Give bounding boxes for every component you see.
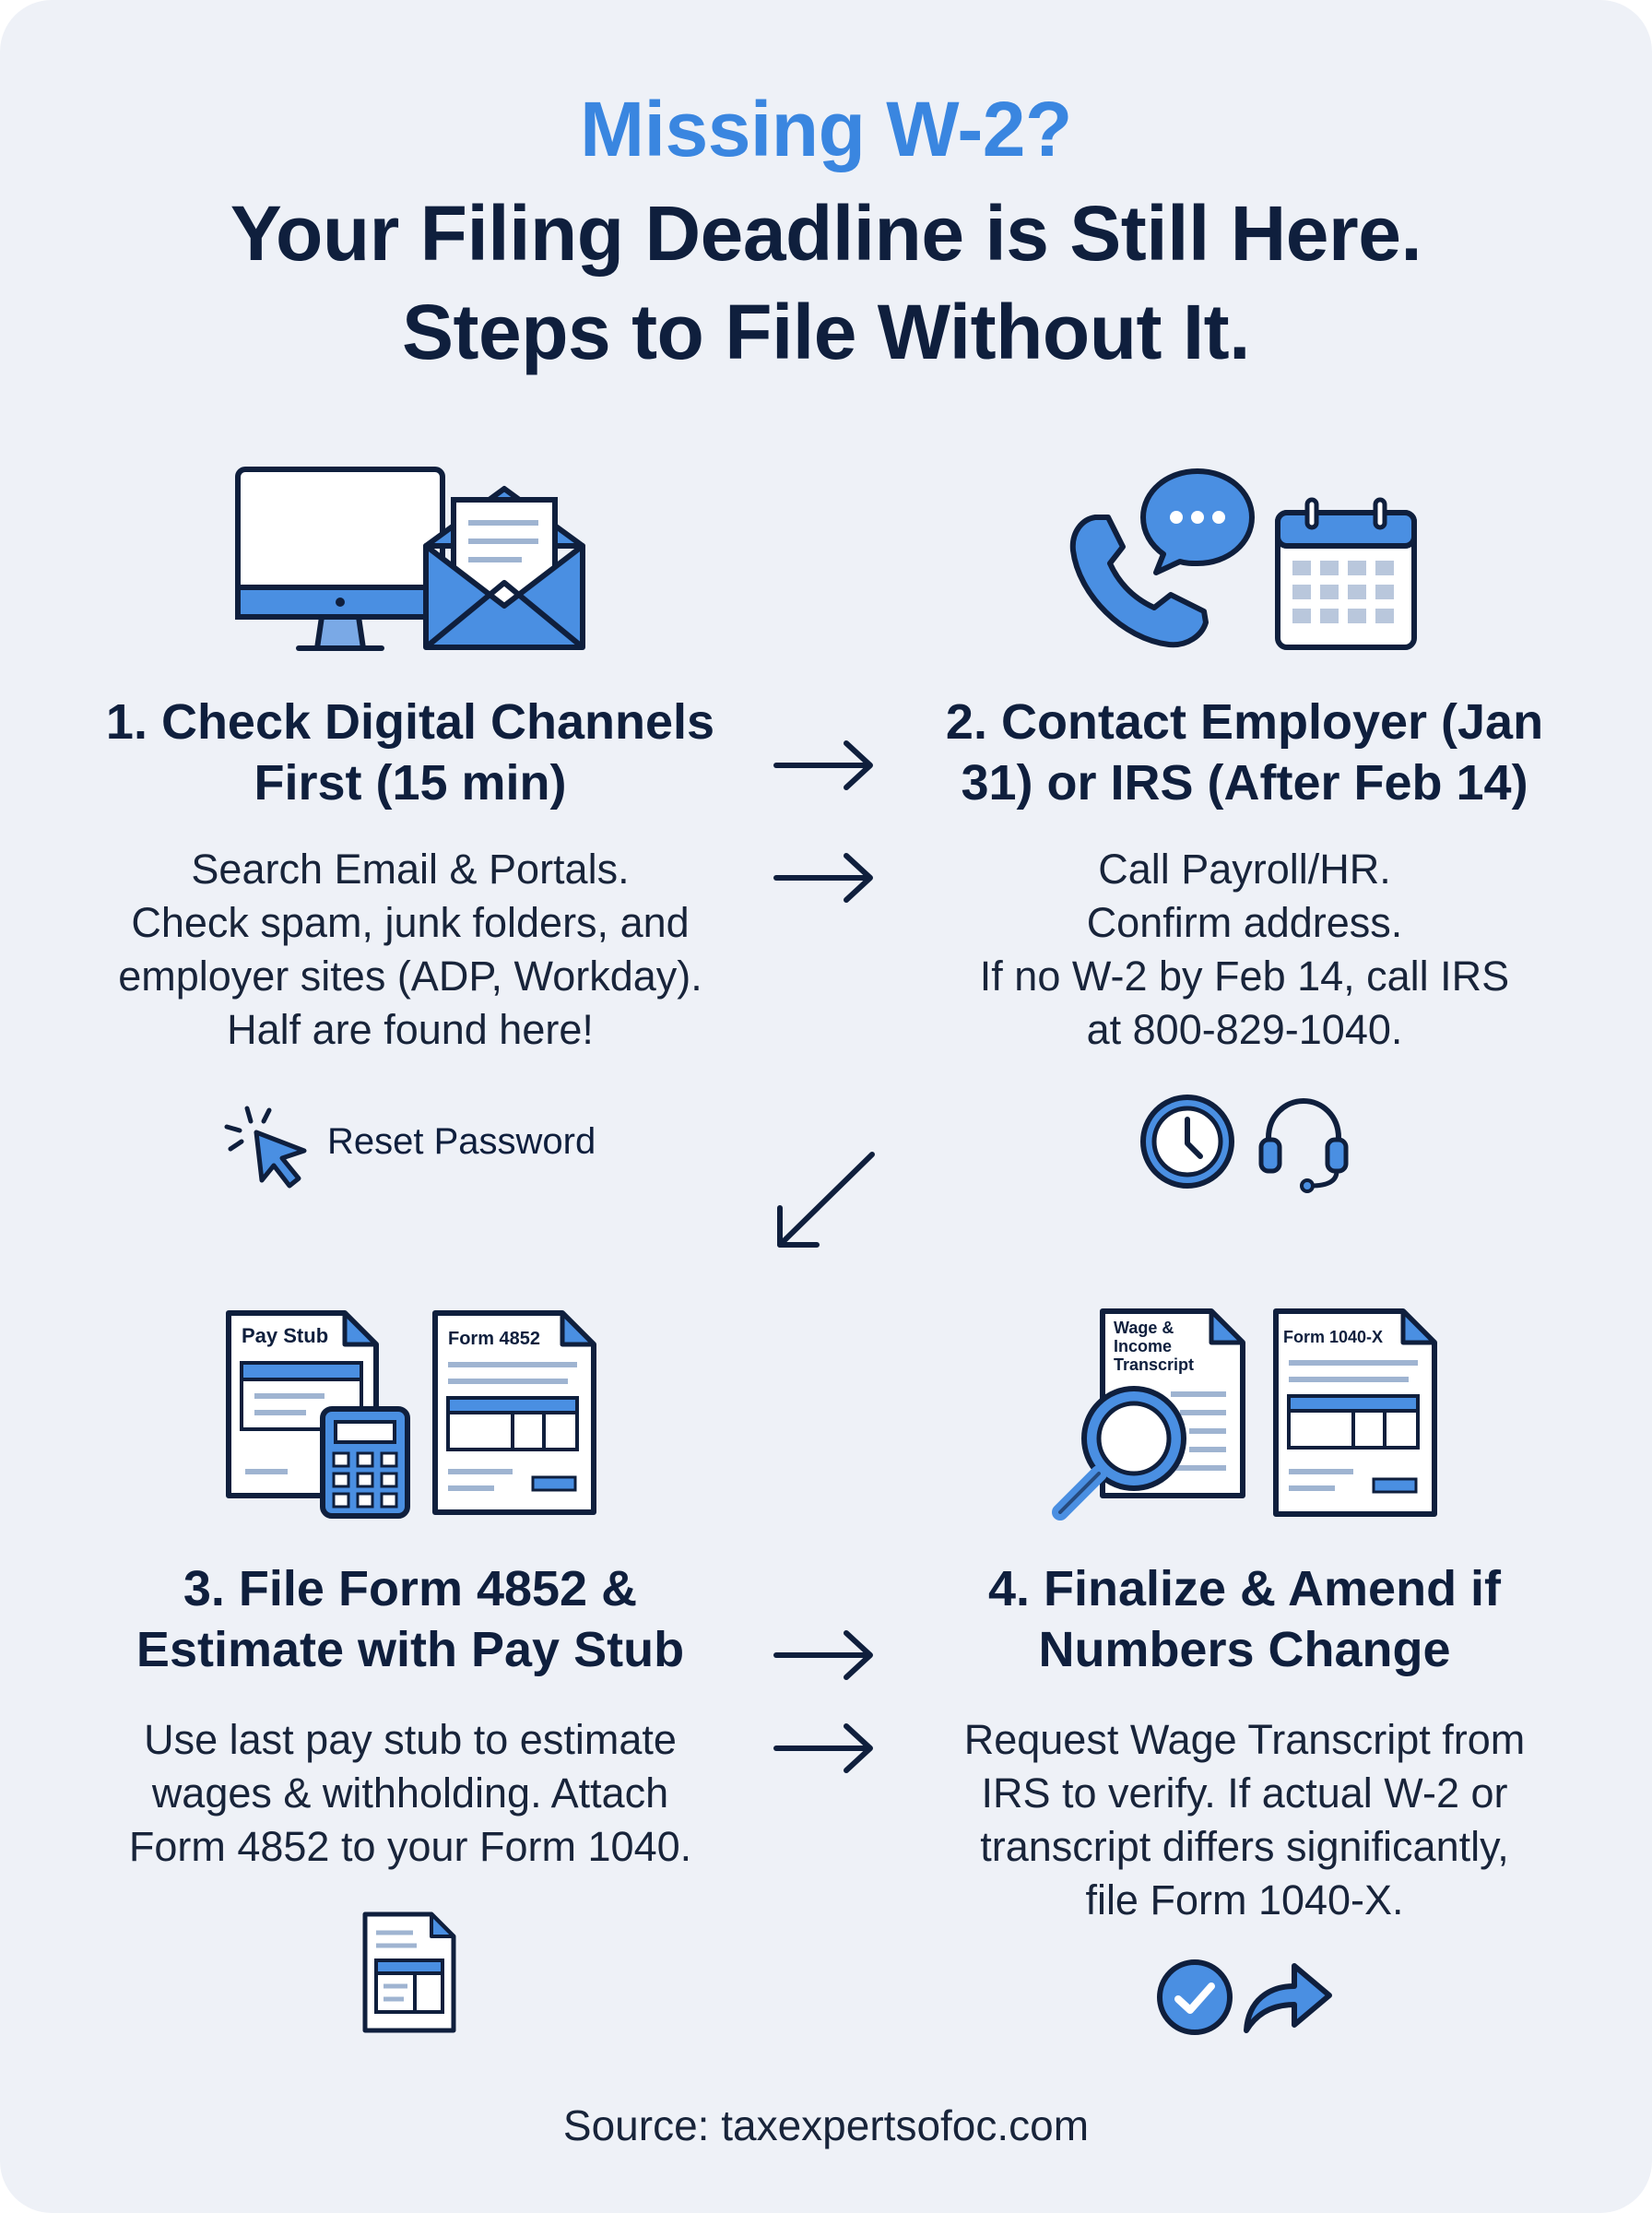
magnifier-icon [1052, 1386, 1186, 1521]
step-2-body: Call Payroll/HR. Confirm address. If no … [979, 846, 1510, 1053]
step-2-title: 2. Contact Employer (Jan 31) or IRS (Aft… [945, 694, 1544, 811]
title-line-3: Steps to File Without It. [402, 289, 1251, 375]
pay-stub-label: Pay Stub [242, 1324, 328, 1347]
step-3-title: 3. File Form 4852 & Estimate with Pay St… [136, 1561, 685, 1677]
calendar-icon [1275, 497, 1417, 650]
arrow-down-left-icon [777, 1152, 875, 1248]
calculator-icon [320, 1406, 410, 1519]
small-form-icon [362, 1911, 456, 2033]
step-1-title: 1. Check Digital Channels First (15 min) [105, 694, 715, 811]
form-document-icon: Form 1040-X [1273, 1308, 1437, 1517]
clock-icon [1140, 1095, 1234, 1189]
source-footer: Source: taxexpertsofoc.com [562, 2101, 1090, 2149]
arrow-right-icon [773, 1723, 873, 1773]
form-1040x-label: Form 1040-X [1283, 1328, 1383, 1346]
headset-icon [1258, 1097, 1349, 1193]
phone-icon [1069, 515, 1209, 648]
arrow-right-icon [773, 853, 873, 903]
step-4-body: Request Wage Transcript from IRS to veri… [963, 1716, 1526, 1923]
form-document-icon: Form 4852 [432, 1310, 596, 1515]
chat-bubble-icon [1140, 468, 1255, 575]
transcript-label-line-2: Income [1114, 1337, 1172, 1355]
transcript-label-line-3: Transcript [1114, 1355, 1194, 1374]
arrow-right-icon [773, 740, 873, 790]
arrow-right-icon [773, 1630, 873, 1680]
reset-password-label: Reset Password [327, 1121, 596, 1162]
envelope-letter-icon [423, 486, 585, 650]
transcript-label-line-1: Wage & [1114, 1319, 1174, 1337]
computer-monitor-icon [235, 467, 445, 651]
title-line-2: Your Filing Deadline is Still Here. [230, 190, 1422, 277]
step-3-body: Use last pay stub to estimate wages & wi… [128, 1716, 692, 1870]
cursor-click-icon [224, 1106, 307, 1189]
form-4852-label: Form 4852 [448, 1329, 540, 1349]
title-highlight: Missing W-2? [580, 86, 1072, 172]
forward-arrow-icon [1244, 1963, 1332, 2033]
check-circle-icon [1157, 1959, 1233, 2035]
step-4-title: 4. Finalize & Amend if Numbers Change [987, 1561, 1502, 1677]
step-1-body: Search Email & Portals. Check spam, junk… [118, 846, 702, 1053]
